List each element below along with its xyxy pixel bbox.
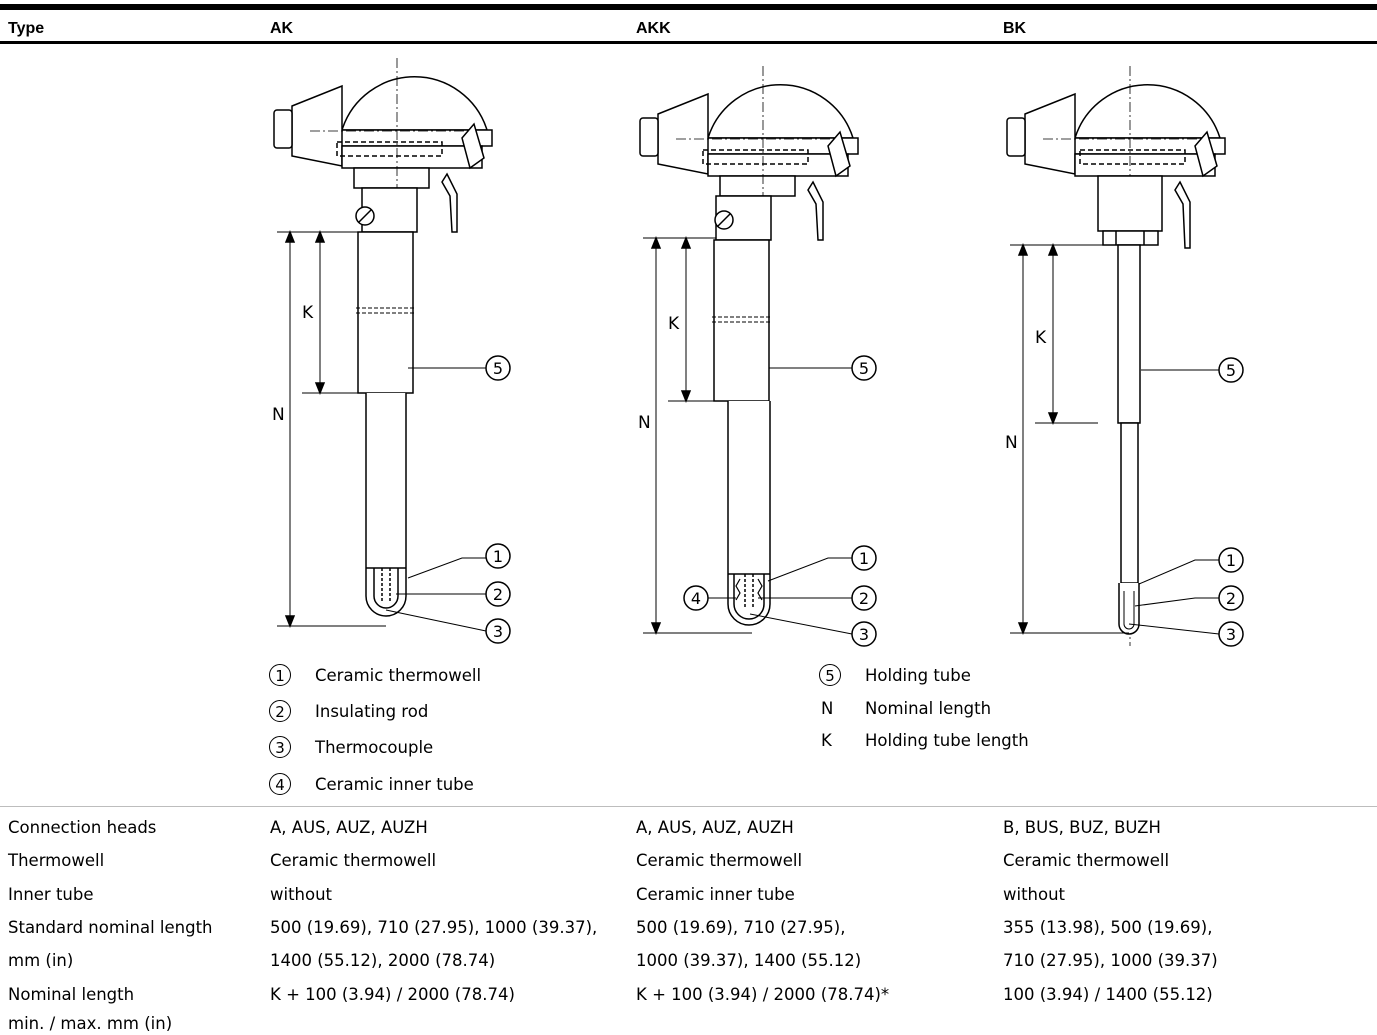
cell-ak: 1400 (55.12), 2000 (78.74) [270,951,496,970]
cell-ak: 500 (19.69), 710 (27.95), 1000 (39.37), [270,918,598,937]
cell-akk: Ceramic inner tube [636,885,795,904]
row-label: Connection heads [8,818,157,837]
ak-dim-n: N [272,405,285,425]
ak-callout-3: 3 [493,622,503,641]
ak-callout-2: 2 [493,585,503,604]
header-type: Type [8,20,45,37]
akk-callout-2: 2 [859,589,869,608]
row-label: Thermowell [8,851,105,870]
ak-callout-5: 5 [493,359,503,378]
legend-number: 3 [269,736,291,758]
cell-bk: B, BUS, BUZ, BUZH [1003,818,1161,837]
legend-text: Insulating rod [315,702,429,721]
akk-callout-3: 3 [859,625,869,644]
cell-bk: 100 (3.94) / 1400 (55.12) [1003,985,1213,1004]
header-ak: AK [270,20,294,37]
cell-ak: Ceramic thermowell [270,851,437,870]
cell-bk: Ceramic thermowell [1003,851,1170,870]
bk-callout-1: 1 [1226,551,1236,570]
legend-number: 1 [269,664,291,686]
cell-ak: A, AUS, AUZ, AUZH [270,818,428,837]
cell-ak: without [270,885,333,904]
row-label: Nominal length [8,985,135,1004]
cell-bk: 710 (27.95), 1000 (39.37) [1003,951,1218,970]
cell-akk: Ceramic thermowell [636,851,803,870]
header-bk: BK [1003,20,1027,37]
ak-callout-1: 1 [493,547,503,566]
row-label: Standard nominal length [8,918,213,937]
legend-number: 2 [269,700,291,722]
row-label: min. / max. mm (in) [8,1014,173,1033]
ak-drawing: K N 5 1 2 3 [272,58,511,644]
cell-akk: 1000 (39.37), 1400 (55.12) [636,951,862,970]
cell-akk: 500 (19.69), 710 (27.95), [636,918,846,937]
ak-dim-k: K [302,303,314,323]
bk-callout-2: 2 [1226,589,1236,608]
legend-text: Nominal length [865,699,992,718]
akk-dim-k: K [668,314,680,334]
akk-callout-5: 5 [859,359,869,378]
table-separator [0,806,1377,807]
akk-callout-1: 1 [859,549,869,568]
legend-text: Holding tube length [865,731,1029,750]
header-rule [0,41,1377,44]
legend-text: Ceramic thermowell [315,666,482,685]
legend-number: 5 [819,664,841,686]
cell-akk: A, AUS, AUZ, AUZH [636,818,794,837]
legend-text: Thermocouple [315,738,434,757]
row-label: Inner tube [8,885,94,904]
legend-key: N [821,699,834,718]
cell-akk: K + 100 (3.94) / 2000 (78.74)* [636,985,890,1004]
legend-text: Holding tube [865,666,971,685]
akk-dim-n: N [638,413,651,433]
cell-bk: without [1003,885,1066,904]
akk-drawing: K N 5 1 2 3 4 [638,66,877,647]
top-rule [0,4,1377,10]
akk-callout-4: 4 [691,589,701,608]
cell-bk: 355 (13.98), 500 (19.69), [1003,918,1213,937]
legend-text: Ceramic inner tube [315,775,474,794]
bk-callout-3: 3 [1226,625,1236,644]
bk-callout-5: 5 [1226,361,1236,380]
bk-drawing: K N 5 1 2 3 [1005,66,1244,647]
legend-key: K [821,731,832,750]
legend-number: 4 [269,773,291,795]
row-label: mm (in) [8,951,74,970]
bk-dim-n: N [1005,433,1018,453]
bk-dim-k: K [1035,328,1047,348]
header-akk: AKK [636,20,671,37]
cell-ak: K + 100 (3.94) / 2000 (78.74) [270,985,515,1004]
